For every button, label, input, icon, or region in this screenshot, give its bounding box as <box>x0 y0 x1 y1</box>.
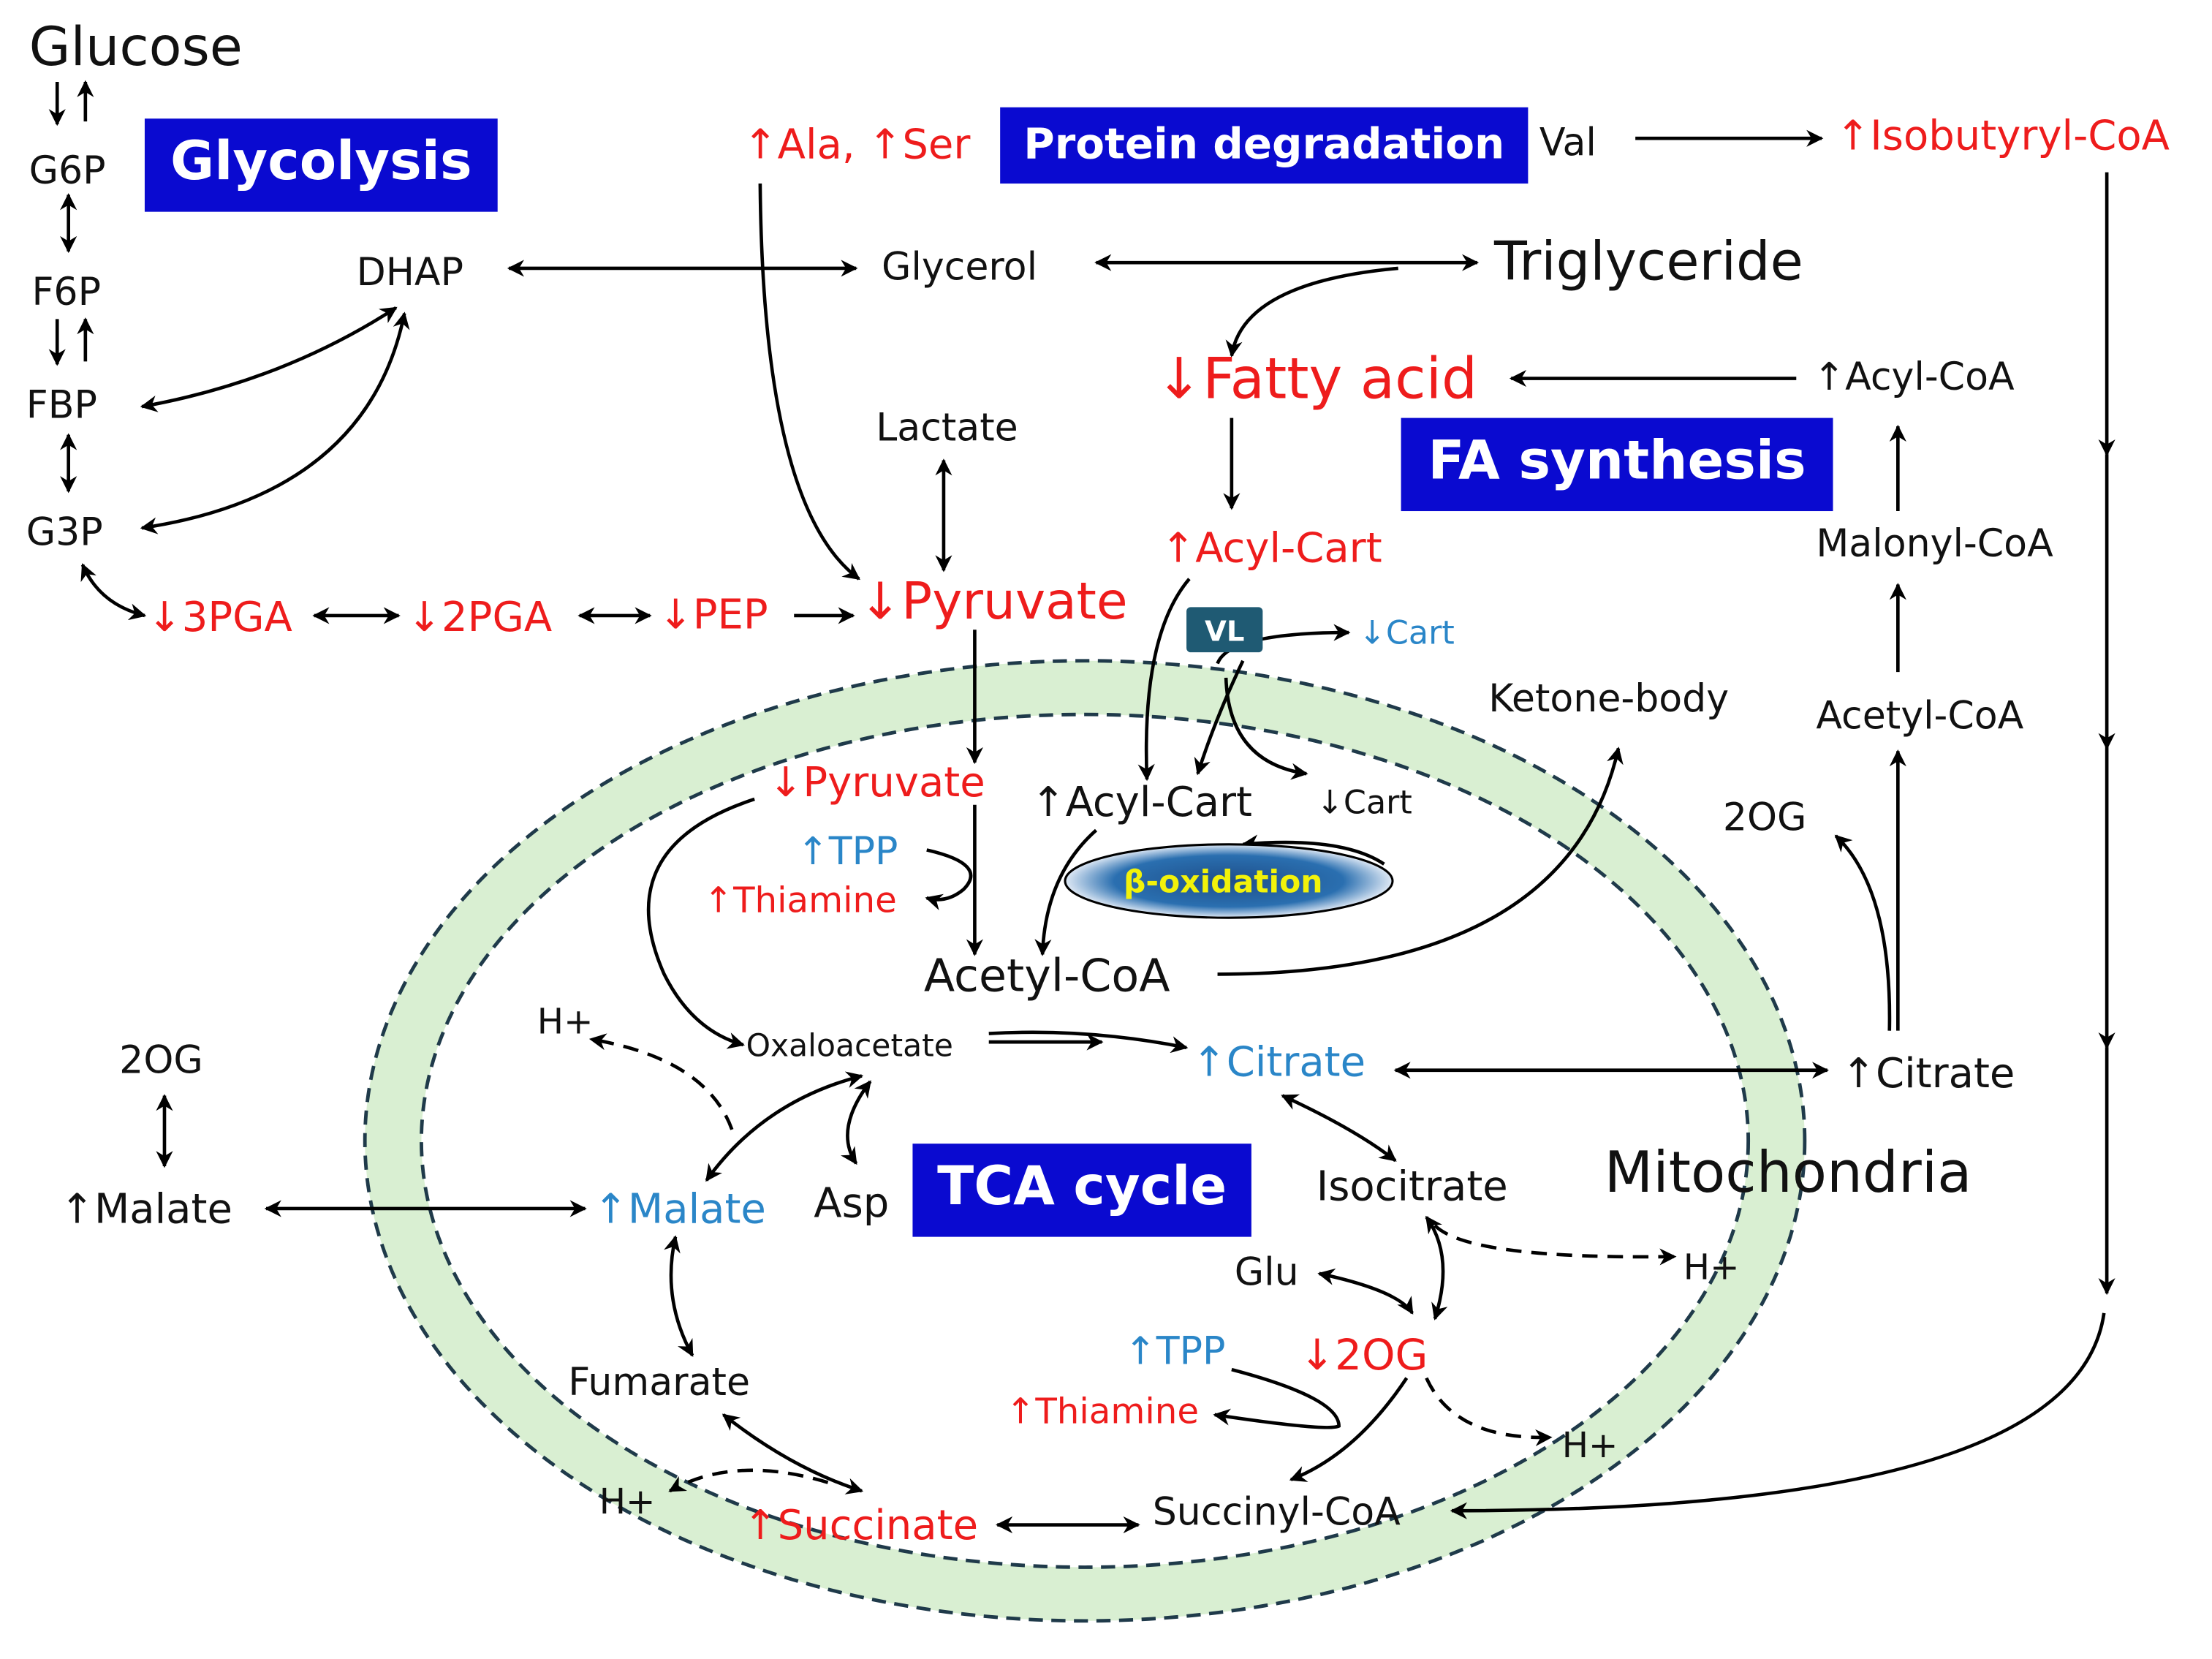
h-plus-2-label: H+ <box>1683 1247 1740 1288</box>
3pga-label: ↓3PGA <box>148 594 292 641</box>
protein-degradation-banner-label: Protein degradation <box>1023 118 1504 168</box>
tca-cycle-banner: TCA cycle <box>912 1144 1251 1237</box>
tpp-2-label: ↑TPP <box>1124 1329 1225 1373</box>
h-plus-1-label: H+ <box>537 1002 594 1043</box>
glycerol-label: Glycerol <box>882 245 1037 289</box>
g3p-label: G3P <box>26 510 103 554</box>
arrow-succinate-fumarate <box>721 1413 864 1494</box>
arrow-g3p-3pga <box>80 563 147 621</box>
val-label: Val <box>1539 121 1596 165</box>
acetyl-coa-cyto-label: Acetyl-CoA <box>1816 694 2023 738</box>
mitochondrion <box>363 659 1807 1623</box>
arrow-beta-oxidation-loop <box>1241 834 1385 866</box>
succinate-label: ↑Succinate <box>743 1502 978 1549</box>
malonyl-coa-label: Malonyl-CoA <box>1816 522 2053 566</box>
arrow-fbp-dhap <box>140 306 398 412</box>
arrow-oxaloacetate-citrate <box>988 1030 1189 1054</box>
citrate-mito-label: ↑Citrate <box>1192 1038 1366 1086</box>
malate-mito-label: ↑Malate <box>594 1185 766 1233</box>
arrow-2og-succinylcoa <box>1289 1377 1409 1482</box>
cart-mito-label: ↓Cart <box>1317 784 1412 821</box>
beta-oxidation-label: β-oxidation <box>1124 864 1322 900</box>
glu-label: Glu <box>1235 1250 1299 1294</box>
isocitrate-label: Isocitrate <box>1317 1163 1508 1210</box>
dashed-arrow-h-2 <box>1433 1224 1677 1266</box>
fa-synthesis-banner: FA synthesis <box>1401 417 1833 512</box>
cart-cyto-label: ↓Cart <box>1359 615 1455 652</box>
2pga-label: ↓2PGA <box>407 594 552 641</box>
fatty-acid-label: ↓Fatty acid <box>1156 347 1477 412</box>
acyl-coa-cyto-label: ↑Acyl-CoA <box>1813 355 2015 399</box>
mitochondria-label: Mitochondria <box>1605 1140 1972 1206</box>
pyruvate-mito-label: ↓Pyruvate <box>768 759 985 806</box>
arrow-tpp-thiamine-2 <box>1213 1367 1341 1429</box>
arrow-triglyceride-fattyacid <box>1225 266 1398 358</box>
glucose-label: Glucose <box>29 16 243 78</box>
arrow-citrate-2og <box>1834 834 1892 1031</box>
protein-degradation-banner: Protein degradation <box>1000 107 1529 184</box>
succinyl-coa-label: Succinyl-CoA <box>1153 1491 1401 1535</box>
pep-label: ↓PEP <box>659 591 768 638</box>
arrow-alaser-pyruvate <box>758 184 860 581</box>
acyl-cart-mito-label: ↑Acyl-Cart <box>1031 779 1252 826</box>
h-plus-4-label: H+ <box>599 1481 656 1522</box>
f6p-label: F6P <box>31 271 101 314</box>
arrow-glu-2og <box>1317 1268 1414 1315</box>
arrow-isobutyryl-succinylcoa-5 <box>1450 1312 2106 1519</box>
metabolite-labels: Glucose G6P F6P FBP G3P DHAP ↓3PGA ↓2PGA… <box>26 16 2170 1549</box>
glycolysis-banner: Glycolysis <box>144 118 498 212</box>
2og-cyto-left-label: 2OG <box>119 1039 203 1083</box>
tca-cycle-banner-label: TCA cycle <box>937 1155 1227 1217</box>
2og-cyto-right-label: 2OG <box>1723 796 1807 839</box>
arrow-acylcart-acetylcoa <box>1034 828 1098 956</box>
arrow-acylcart-into-mito <box>1137 578 1191 782</box>
arrow-g3p-dhap <box>140 311 410 534</box>
arrow-pyruvate-oxaloacetate <box>646 797 755 1049</box>
pyruvate-cyto-label: ↓Pyruvate <box>859 572 1128 631</box>
thiamine-1-label: ↑Thiamine <box>704 880 897 921</box>
lactate-label: Lactate <box>876 406 1018 450</box>
citrate-cyto-label: ↑Citrate <box>1841 1050 2015 1097</box>
tpp-1-label: ↑TPP <box>797 830 898 874</box>
thiamine-2-label: ↑Thiamine <box>1006 1391 1199 1432</box>
mitochondrion-inner-membrane <box>420 712 1751 1569</box>
ketone-body-label: Ketone-body <box>1488 677 1729 721</box>
fbp-label: FBP <box>26 384 97 428</box>
arrow-cart-exchange-in <box>1194 660 1245 776</box>
vl-label: VL <box>1205 616 1244 649</box>
malate-cyto-label: ↑Malate <box>60 1185 232 1233</box>
glycolysis-banner-label: Glycolysis <box>170 130 472 192</box>
fumarate-label: Fumarate <box>568 1361 750 1405</box>
arrow-citrate-isocitrate <box>1281 1094 1397 1163</box>
dashed-arrow-h-1 <box>588 1033 734 1130</box>
arrow-fumarate-malate <box>664 1235 694 1357</box>
ala-ser-label: ↑Ala, ↑Ser <box>743 121 971 168</box>
acetyl-coa-mito-label: Acetyl-CoA <box>924 950 1170 1002</box>
pathway-arrows <box>48 80 2116 1534</box>
asp-label: Asp <box>814 1180 889 1228</box>
banners: Glycolysis Protein degradation FA synthe… <box>144 107 1833 1237</box>
arrow-malate-oxaloacetate <box>705 1071 864 1182</box>
2og-mito-label: ↓2OG <box>1300 1330 1428 1380</box>
h-plus-3-label: H+ <box>1562 1425 1618 1466</box>
beta-oxidation-node: β-oxidation <box>1064 843 1394 919</box>
triglyceride-label: Triglyceride <box>1493 230 1803 292</box>
g6p-label: G6P <box>29 149 106 193</box>
dhap-label: DHAP <box>357 251 463 295</box>
dashed-arrow-h-3 <box>1425 1377 1553 1447</box>
arrow-acetylcoa-ketone <box>1217 747 1624 976</box>
dashed-arrow-h-4 <box>668 1468 829 1493</box>
arrow-oxaloacetate-asp <box>841 1080 872 1165</box>
fa-synthesis-banner-label: FA synthesis <box>1428 430 1806 492</box>
arrow-cart-mito <box>1224 677 1308 780</box>
arrow-tpp-thiamine-1 <box>925 848 973 911</box>
vl-transporter: VL <box>1186 607 1263 653</box>
oxaloacetate-label: Oxaloacetate <box>746 1028 953 1064</box>
proton-pump-arrows <box>588 1033 1677 1493</box>
isobutyryl-coa-label: ↑Isobutyryl-CoA <box>1836 113 2170 160</box>
arrow-isocitrate-2og <box>1425 1215 1448 1320</box>
acyl-cart-cyto-label: ↑Acyl-Cart <box>1161 525 1382 572</box>
